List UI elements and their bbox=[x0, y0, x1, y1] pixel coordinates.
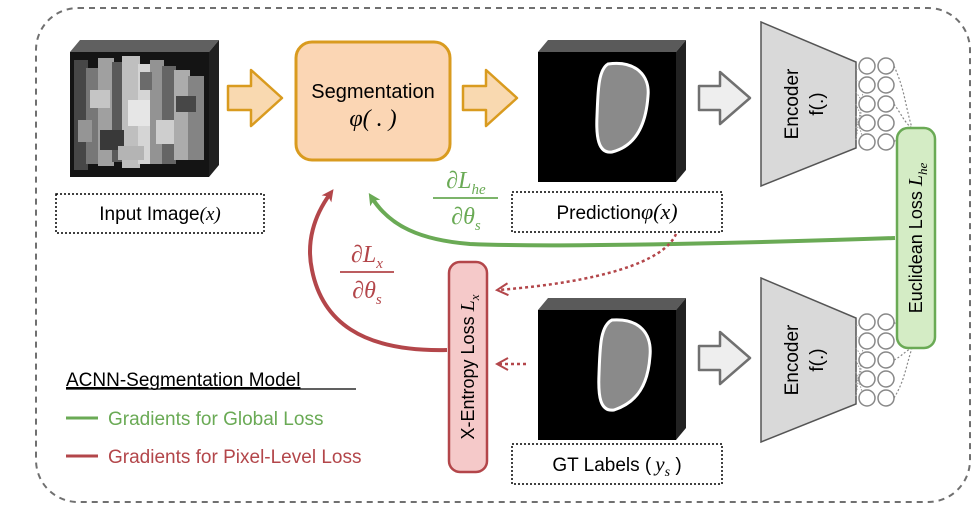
input-image-caption: Input Image(x) bbox=[99, 204, 220, 225]
segmentation-function: φ( . ) bbox=[349, 106, 396, 132]
prediction-to-loss-arrow bbox=[498, 233, 678, 290]
gt-labels-caption: GT Labels (ys ) bbox=[552, 452, 681, 480]
legend: ACNN-Segmentation Model Gradients for Gl… bbox=[66, 370, 361, 468]
euclidean-loss-block bbox=[895, 126, 937, 350]
global-gradient-fraction: ∂Lhe ∂θs bbox=[433, 168, 498, 234]
forward-arrow-segmentation bbox=[461, 68, 519, 128]
model-frame bbox=[35, 7, 971, 503]
feature-vector-top bbox=[855, 57, 895, 151]
feature-vector-bottom bbox=[855, 313, 895, 407]
prediction-caption: Predictionφ(x) bbox=[556, 199, 677, 224]
pixel-gradient-denominator: ∂θs bbox=[352, 278, 382, 308]
input-image-thumbnail bbox=[70, 40, 219, 177]
gt-labels-caption-box bbox=[511, 443, 723, 485]
global-gradient-arrow bbox=[368, 192, 896, 248]
legend-pixel-label: Gradients for Pixel-Level Loss bbox=[108, 447, 361, 468]
legend-global-label: Gradients for Global Loss bbox=[108, 409, 323, 430]
legend-title: ACNN-Segmentation Model bbox=[66, 370, 300, 391]
segmentation-title: Segmentation bbox=[311, 81, 434, 103]
global-gradient-numerator: ∂Lhe bbox=[446, 168, 486, 198]
encoder-top-function: f(.) bbox=[807, 92, 828, 115]
gt-labels-mask-thumbnail bbox=[538, 298, 686, 440]
xentropy-loss-label: X-Entropy Loss Lx bbox=[457, 294, 482, 439]
prediction-mask-thumbnail bbox=[538, 40, 686, 182]
pixel-gradient-arrow bbox=[308, 189, 448, 353]
forward-arrow-input bbox=[226, 68, 284, 128]
encoder-bottom bbox=[760, 276, 857, 444]
segmentation-block bbox=[294, 40, 452, 162]
pixel-gradient-fraction: ∂Lx ∂θs bbox=[340, 242, 394, 308]
pixel-gradient-numerator: ∂Lx bbox=[351, 242, 383, 272]
encoder-top bbox=[760, 20, 857, 188]
encoder-bottom-label: Encoder bbox=[782, 324, 803, 395]
xentropy-loss-block bbox=[447, 260, 489, 474]
prediction-caption-box bbox=[511, 191, 723, 233]
euclidean-loss-label: Euclidean Loss Lhe bbox=[905, 163, 930, 314]
encoder-bottom-function: f(.) bbox=[807, 348, 828, 371]
global-gradient-denominator: ∂θs bbox=[451, 204, 481, 234]
encode-arrow-labels bbox=[697, 330, 752, 386]
encoder-top-label: Encoder bbox=[782, 68, 803, 139]
input-image-caption-box bbox=[55, 193, 265, 234]
encode-arrow-prediction bbox=[697, 70, 752, 126]
